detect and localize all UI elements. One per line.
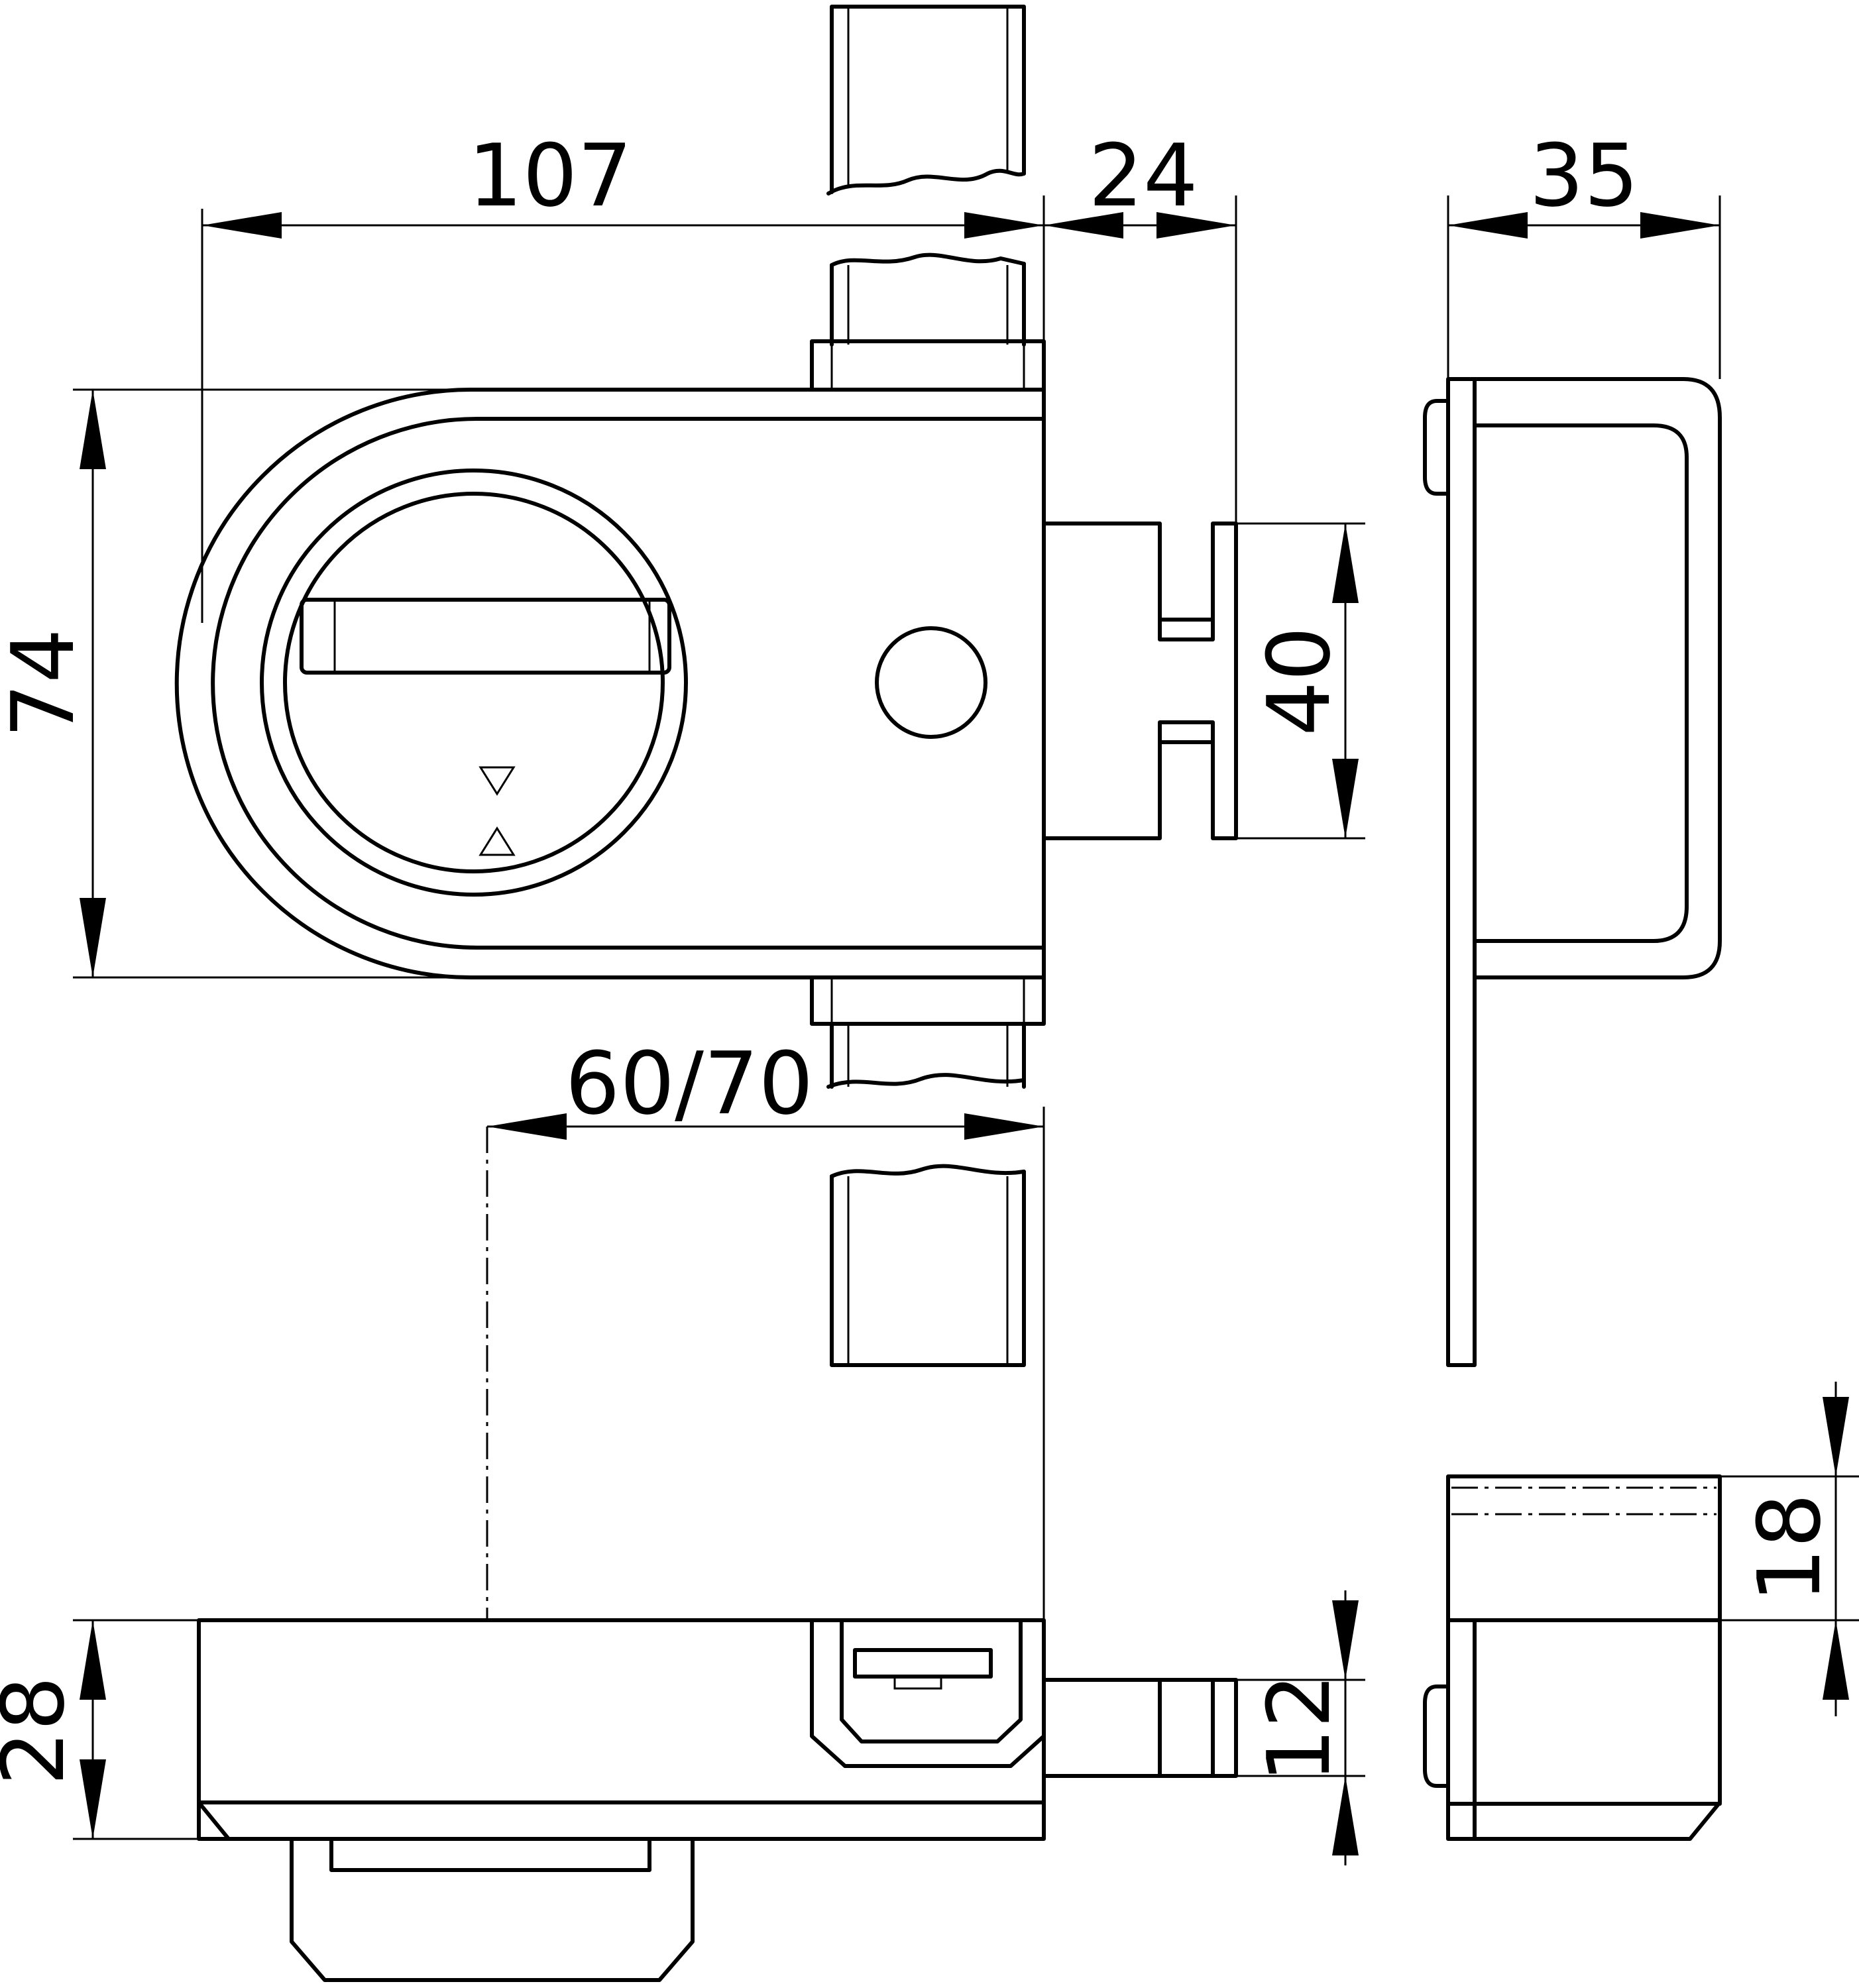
keeper-view (1423, 1474, 1722, 1841)
bolt (1042, 522, 1238, 840)
bottom-strike-bar (826, 1022, 1026, 1367)
bottom-cylinder-pocket (810, 1618, 1046, 1768)
dim-width-107: 107 (468, 125, 632, 226)
arrow-up-icon (479, 826, 516, 856)
front-view (174, 5, 1238, 1367)
knob-face (283, 492, 665, 873)
mounting-plate (1446, 377, 1477, 1367)
dim-depth-35: 35 (1529, 125, 1638, 226)
dim-height-74: 74 (0, 628, 93, 738)
dim-bolt-depth-12: 12 (1249, 1673, 1349, 1783)
top-strike-bar (826, 5, 1026, 347)
lock-body (174, 388, 1046, 979)
cylinder-hole (875, 626, 987, 739)
bottom-bolt (1042, 1678, 1238, 1778)
dim-body-depth-28: 28 (0, 1676, 84, 1785)
knob-ring (260, 469, 688, 897)
dim-bolt-throw-24: 24 (1088, 125, 1198, 226)
bottom-body (197, 1618, 1046, 1841)
dimensions: 107 24 35 74 40 60/70 28 12 18 (0, 125, 1859, 1865)
dim-keeper-depth-18: 18 (1739, 1493, 1840, 1602)
top-lug (810, 339, 1046, 392)
bottom-lug (810, 975, 1046, 1026)
dim-backset-60-70: 60/70 (565, 1033, 814, 1134)
bottom-knob (290, 1837, 695, 1982)
bottom-view (197, 1618, 1238, 1982)
lock-body-inner-rim (211, 417, 1046, 950)
keeper-top (1446, 1474, 1722, 1622)
dim-bolt-height-40: 40 (1249, 626, 1349, 736)
keeper-bottom (1446, 1618, 1722, 1841)
side-body (1473, 377, 1722, 979)
knob-grip (300, 598, 671, 675)
side-cylinder (1423, 399, 1450, 496)
arrow-down-icon (479, 766, 516, 796)
side-view (1423, 377, 1722, 1367)
